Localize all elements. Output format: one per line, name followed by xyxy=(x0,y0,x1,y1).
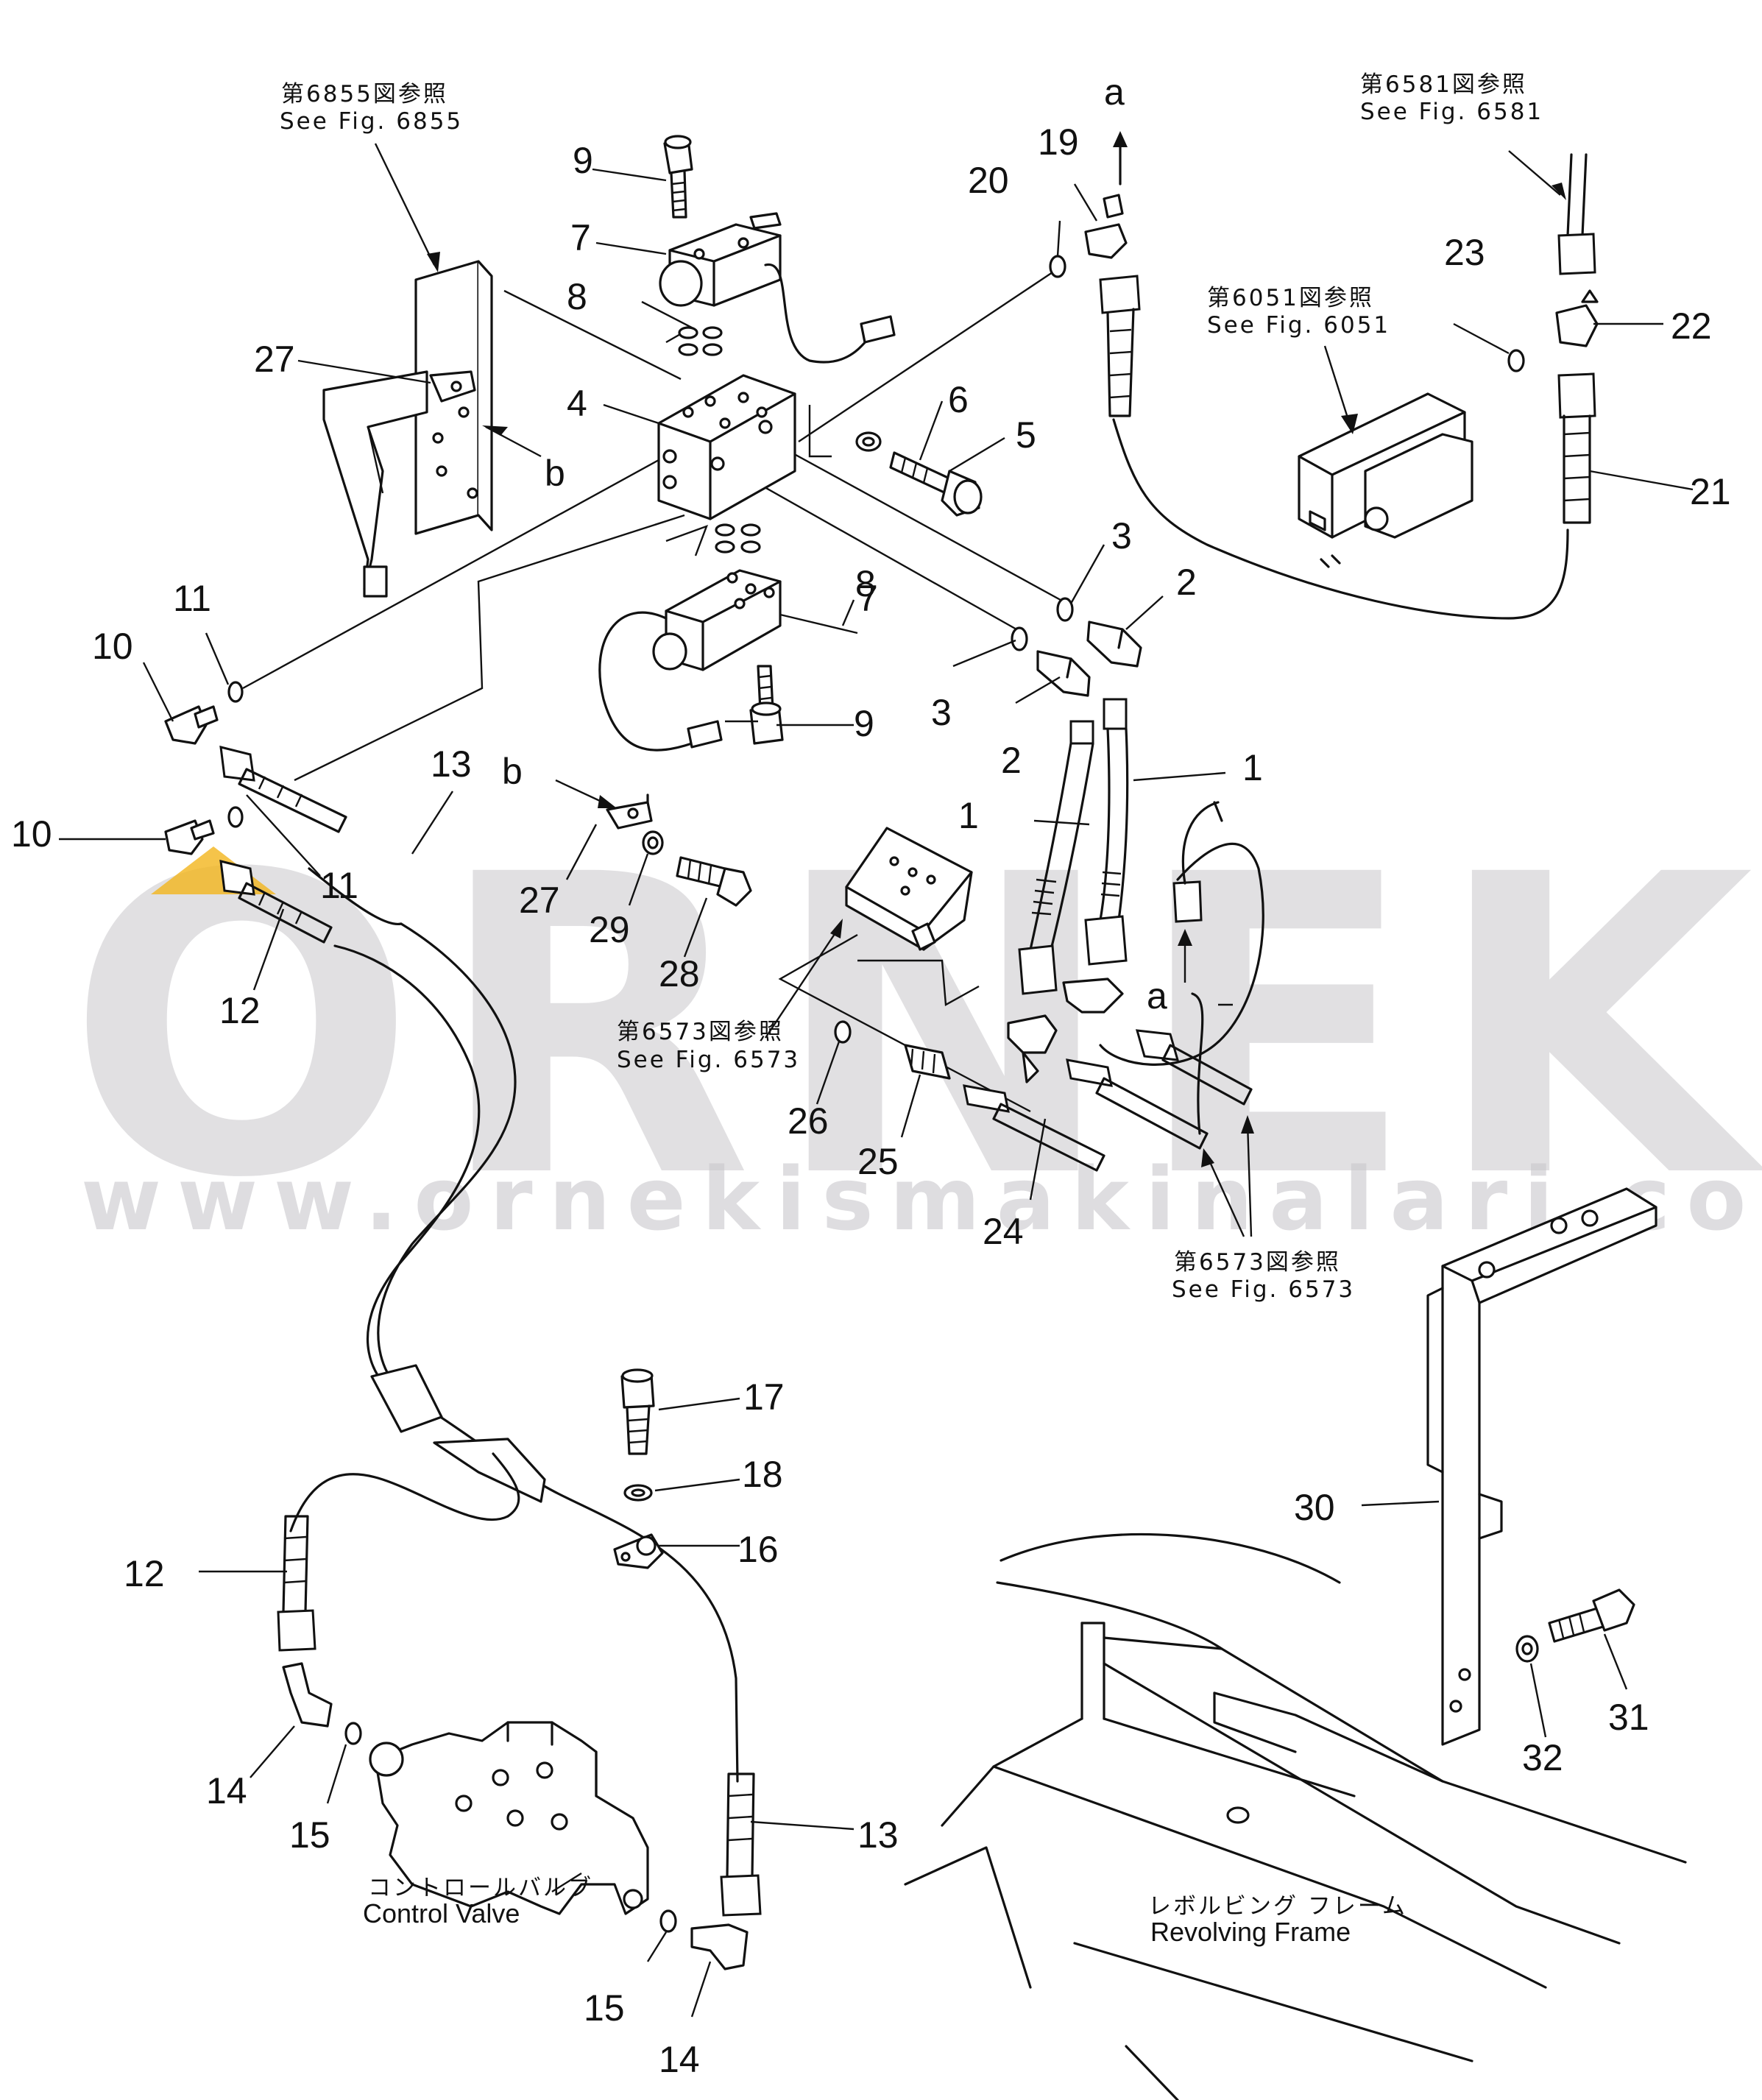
ref-6855-en: See Fig. 6855 xyxy=(280,108,463,135)
callout-7b-visible: 7 xyxy=(857,578,878,619)
hoses-1 xyxy=(1018,698,1223,995)
callout-21: 21 xyxy=(1690,471,1731,512)
connector-a-top: a xyxy=(1104,71,1125,113)
callout-9b: 9 xyxy=(854,703,874,744)
callout-17: 17 xyxy=(743,1376,785,1418)
callout-8b: 8 xyxy=(855,563,876,604)
callout-14a: 14 xyxy=(206,1770,247,1811)
callout-23: 23 xyxy=(1444,232,1485,273)
callout-9: 9 xyxy=(573,140,593,181)
solenoid-valve-lower xyxy=(598,523,784,752)
bracket-30 xyxy=(1426,1187,1657,1746)
ref-6573b-jp: 第6573図参照 xyxy=(1174,1249,1341,1276)
callout-8: 8 xyxy=(567,276,587,317)
callout-11a: 11 xyxy=(173,578,211,619)
reference-labels: 第6855図参照 See Fig. 6855 第6581図参照 See Fig.… xyxy=(280,71,1543,1303)
callout-25: 25 xyxy=(857,1141,899,1182)
ref-6573-jp: 第6573図参照 xyxy=(617,1019,784,1045)
ref-6855-jp: 第6855図参照 xyxy=(281,81,448,107)
connector-a-lower: a xyxy=(1147,975,1167,1017)
callout-22: 22 xyxy=(1671,305,1712,347)
revolving-frame-label: Revolving Frame xyxy=(1150,1917,1351,1947)
connector-b-bracket: b xyxy=(545,453,565,494)
callout-11b: 11 xyxy=(320,865,358,906)
callout-6: 6 xyxy=(948,379,969,420)
connector-labels: a a b b xyxy=(482,71,1167,1017)
callout-1a: 1 xyxy=(1242,747,1263,788)
revolving-frame-label-jp: レボルビング フレーム xyxy=(1148,1893,1407,1920)
control-valve-label-jp: コントロールバルブ xyxy=(368,1875,593,1901)
clamp-assembly xyxy=(613,1368,664,1569)
callout-10b: 10 xyxy=(11,813,52,855)
callout-3b: 3 xyxy=(931,692,952,733)
upper-right-fittings xyxy=(1049,131,1599,539)
callout-12a: 12 xyxy=(219,990,261,1031)
callout-26: 26 xyxy=(788,1100,829,1142)
ref-6573b-en: See Fig. 6573 xyxy=(1172,1276,1355,1303)
lower-hose-ends xyxy=(277,1515,762,1970)
callout-19: 19 xyxy=(1038,121,1079,163)
callout-2a: 2 xyxy=(1176,562,1197,603)
callout-3a: 3 xyxy=(1111,515,1132,556)
callout-12b: 12 xyxy=(124,1553,165,1594)
tee-fittings xyxy=(834,977,1253,1172)
callout-31: 31 xyxy=(1608,1697,1649,1738)
left-fittings xyxy=(164,681,347,944)
callout-1b: 1 xyxy=(958,795,979,836)
mounting-bracket-6855 xyxy=(322,260,493,598)
connector-b-clip: b xyxy=(502,751,523,792)
ref-6581-jp: 第6581図参照 xyxy=(1360,71,1527,98)
callout-30: 30 xyxy=(1294,1487,1335,1528)
elbow-fittings xyxy=(1011,597,1142,697)
callout-13b: 13 xyxy=(857,1814,899,1856)
clip-assembly xyxy=(606,793,752,907)
callout-29: 29 xyxy=(589,909,630,950)
callout-27b: 27 xyxy=(519,880,560,921)
callout-4: 4 xyxy=(567,383,587,424)
callout-13a: 13 xyxy=(431,743,472,785)
callout-5: 5 xyxy=(1016,414,1036,456)
ref-6051-jp: 第6051図参照 xyxy=(1207,285,1374,311)
callout-32: 32 xyxy=(1522,1737,1563,1778)
ref-6581-en: See Fig. 6581 xyxy=(1360,99,1543,125)
ref-6051-en: See Fig. 6051 xyxy=(1207,312,1390,339)
solenoid-valve-upper xyxy=(641,135,896,364)
component-labels: コントロールバルブ Control Valve レボルビング フレーム Revo… xyxy=(363,1875,1407,1947)
callout-27: 27 xyxy=(254,339,295,380)
callout-numbers: 9 7 8 27 4 6 5 20 19 23 22 21 3 2 8 7 7 … xyxy=(11,121,1731,2080)
leader-lines xyxy=(59,143,1694,2018)
callout-18: 18 xyxy=(742,1454,783,1495)
manifold-block xyxy=(845,827,973,951)
control-valve xyxy=(369,1721,649,1915)
callout-20: 20 xyxy=(968,160,1009,201)
control-valve-label: Control Valve xyxy=(363,1898,520,1928)
callout-7: 7 xyxy=(570,217,591,258)
plug-and-washer xyxy=(855,431,983,517)
valve-block xyxy=(657,374,796,520)
ref-6573-en: See Fig. 6573 xyxy=(617,1047,800,1073)
callout-14b: 14 xyxy=(659,2039,700,2080)
callout-2b: 2 xyxy=(1001,740,1022,781)
arrow-icon xyxy=(598,795,617,808)
revolving-frame xyxy=(904,1532,1687,2100)
callout-15b: 15 xyxy=(584,1987,625,2029)
callout-10a: 10 xyxy=(92,626,133,667)
watermark-url: www.ornekismakinalari.com.tr xyxy=(81,1148,1762,1250)
callout-24: 24 xyxy=(983,1211,1024,1252)
callout-28: 28 xyxy=(659,953,700,994)
callout-16: 16 xyxy=(737,1529,779,1570)
callout-15a: 15 xyxy=(289,1814,330,1856)
